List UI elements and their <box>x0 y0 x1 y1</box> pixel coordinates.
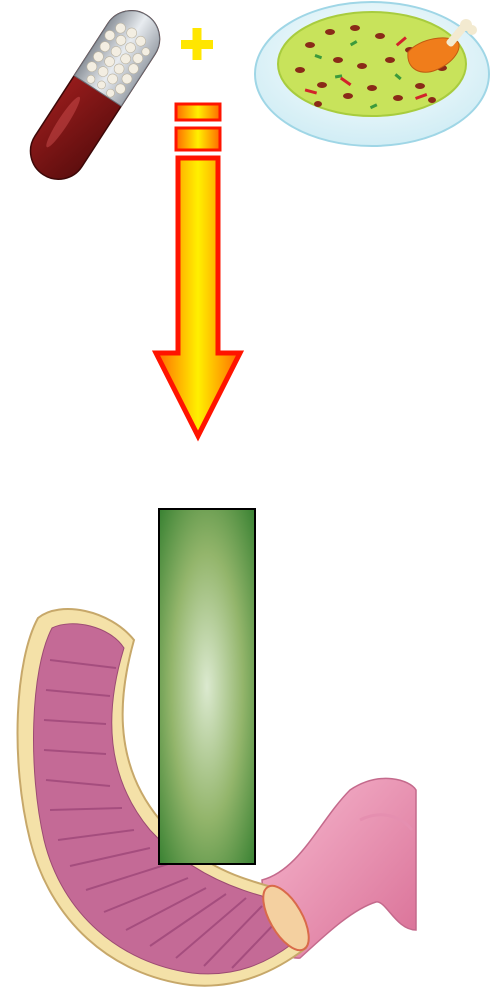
green-gradient-bar <box>159 509 255 864</box>
plus-sign <box>181 28 213 60</box>
downward-arrow <box>156 104 240 436</box>
food-bowl <box>255 2 489 146</box>
capsule <box>20 0 170 190</box>
